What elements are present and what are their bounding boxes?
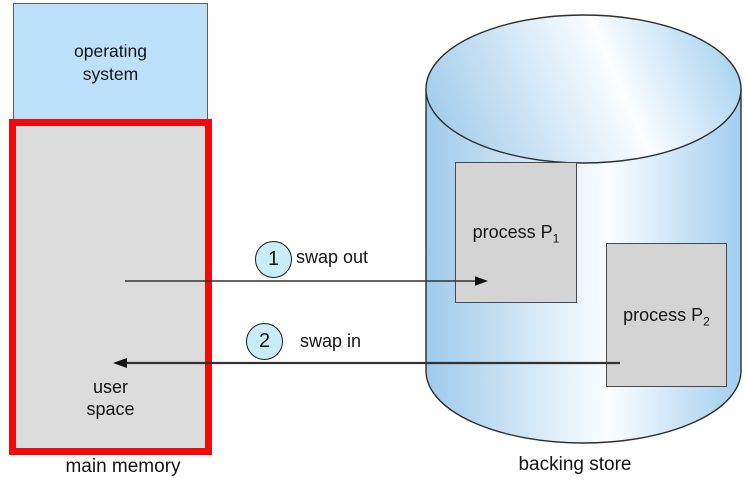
backing-store-caption: backing store bbox=[518, 454, 632, 475]
step-2-number: 2 bbox=[258, 330, 271, 352]
process-p1-subscript: 1 bbox=[552, 231, 560, 246]
operating-system-box: operating system bbox=[13, 3, 208, 122]
cylinder-top-ellipse bbox=[425, 14, 742, 164]
swap-out-label: swap out bbox=[296, 247, 369, 267]
swap-in-label: swap in bbox=[300, 331, 362, 351]
process-p1-box: process P1 bbox=[455, 162, 577, 303]
user-space-label: user space bbox=[86, 377, 135, 419]
step-1-number: 1 bbox=[267, 248, 280, 270]
process-p1-name: process P bbox=[472, 222, 553, 242]
operating-system-label: operating system bbox=[74, 40, 147, 84]
process-p2-name: process P bbox=[623, 304, 704, 325]
main-memory-caption: main memory bbox=[65, 456, 181, 477]
user-space-box bbox=[9, 119, 212, 455]
process-p2-label: process P2 bbox=[623, 304, 710, 329]
process-p1-label: process P1 bbox=[472, 222, 560, 246]
process-p2-subscript: 2 bbox=[703, 314, 710, 329]
step-2-badge: 2 bbox=[246, 323, 283, 360]
step-1-badge: 1 bbox=[255, 241, 292, 278]
process-p2-box: process P2 bbox=[606, 243, 727, 387]
